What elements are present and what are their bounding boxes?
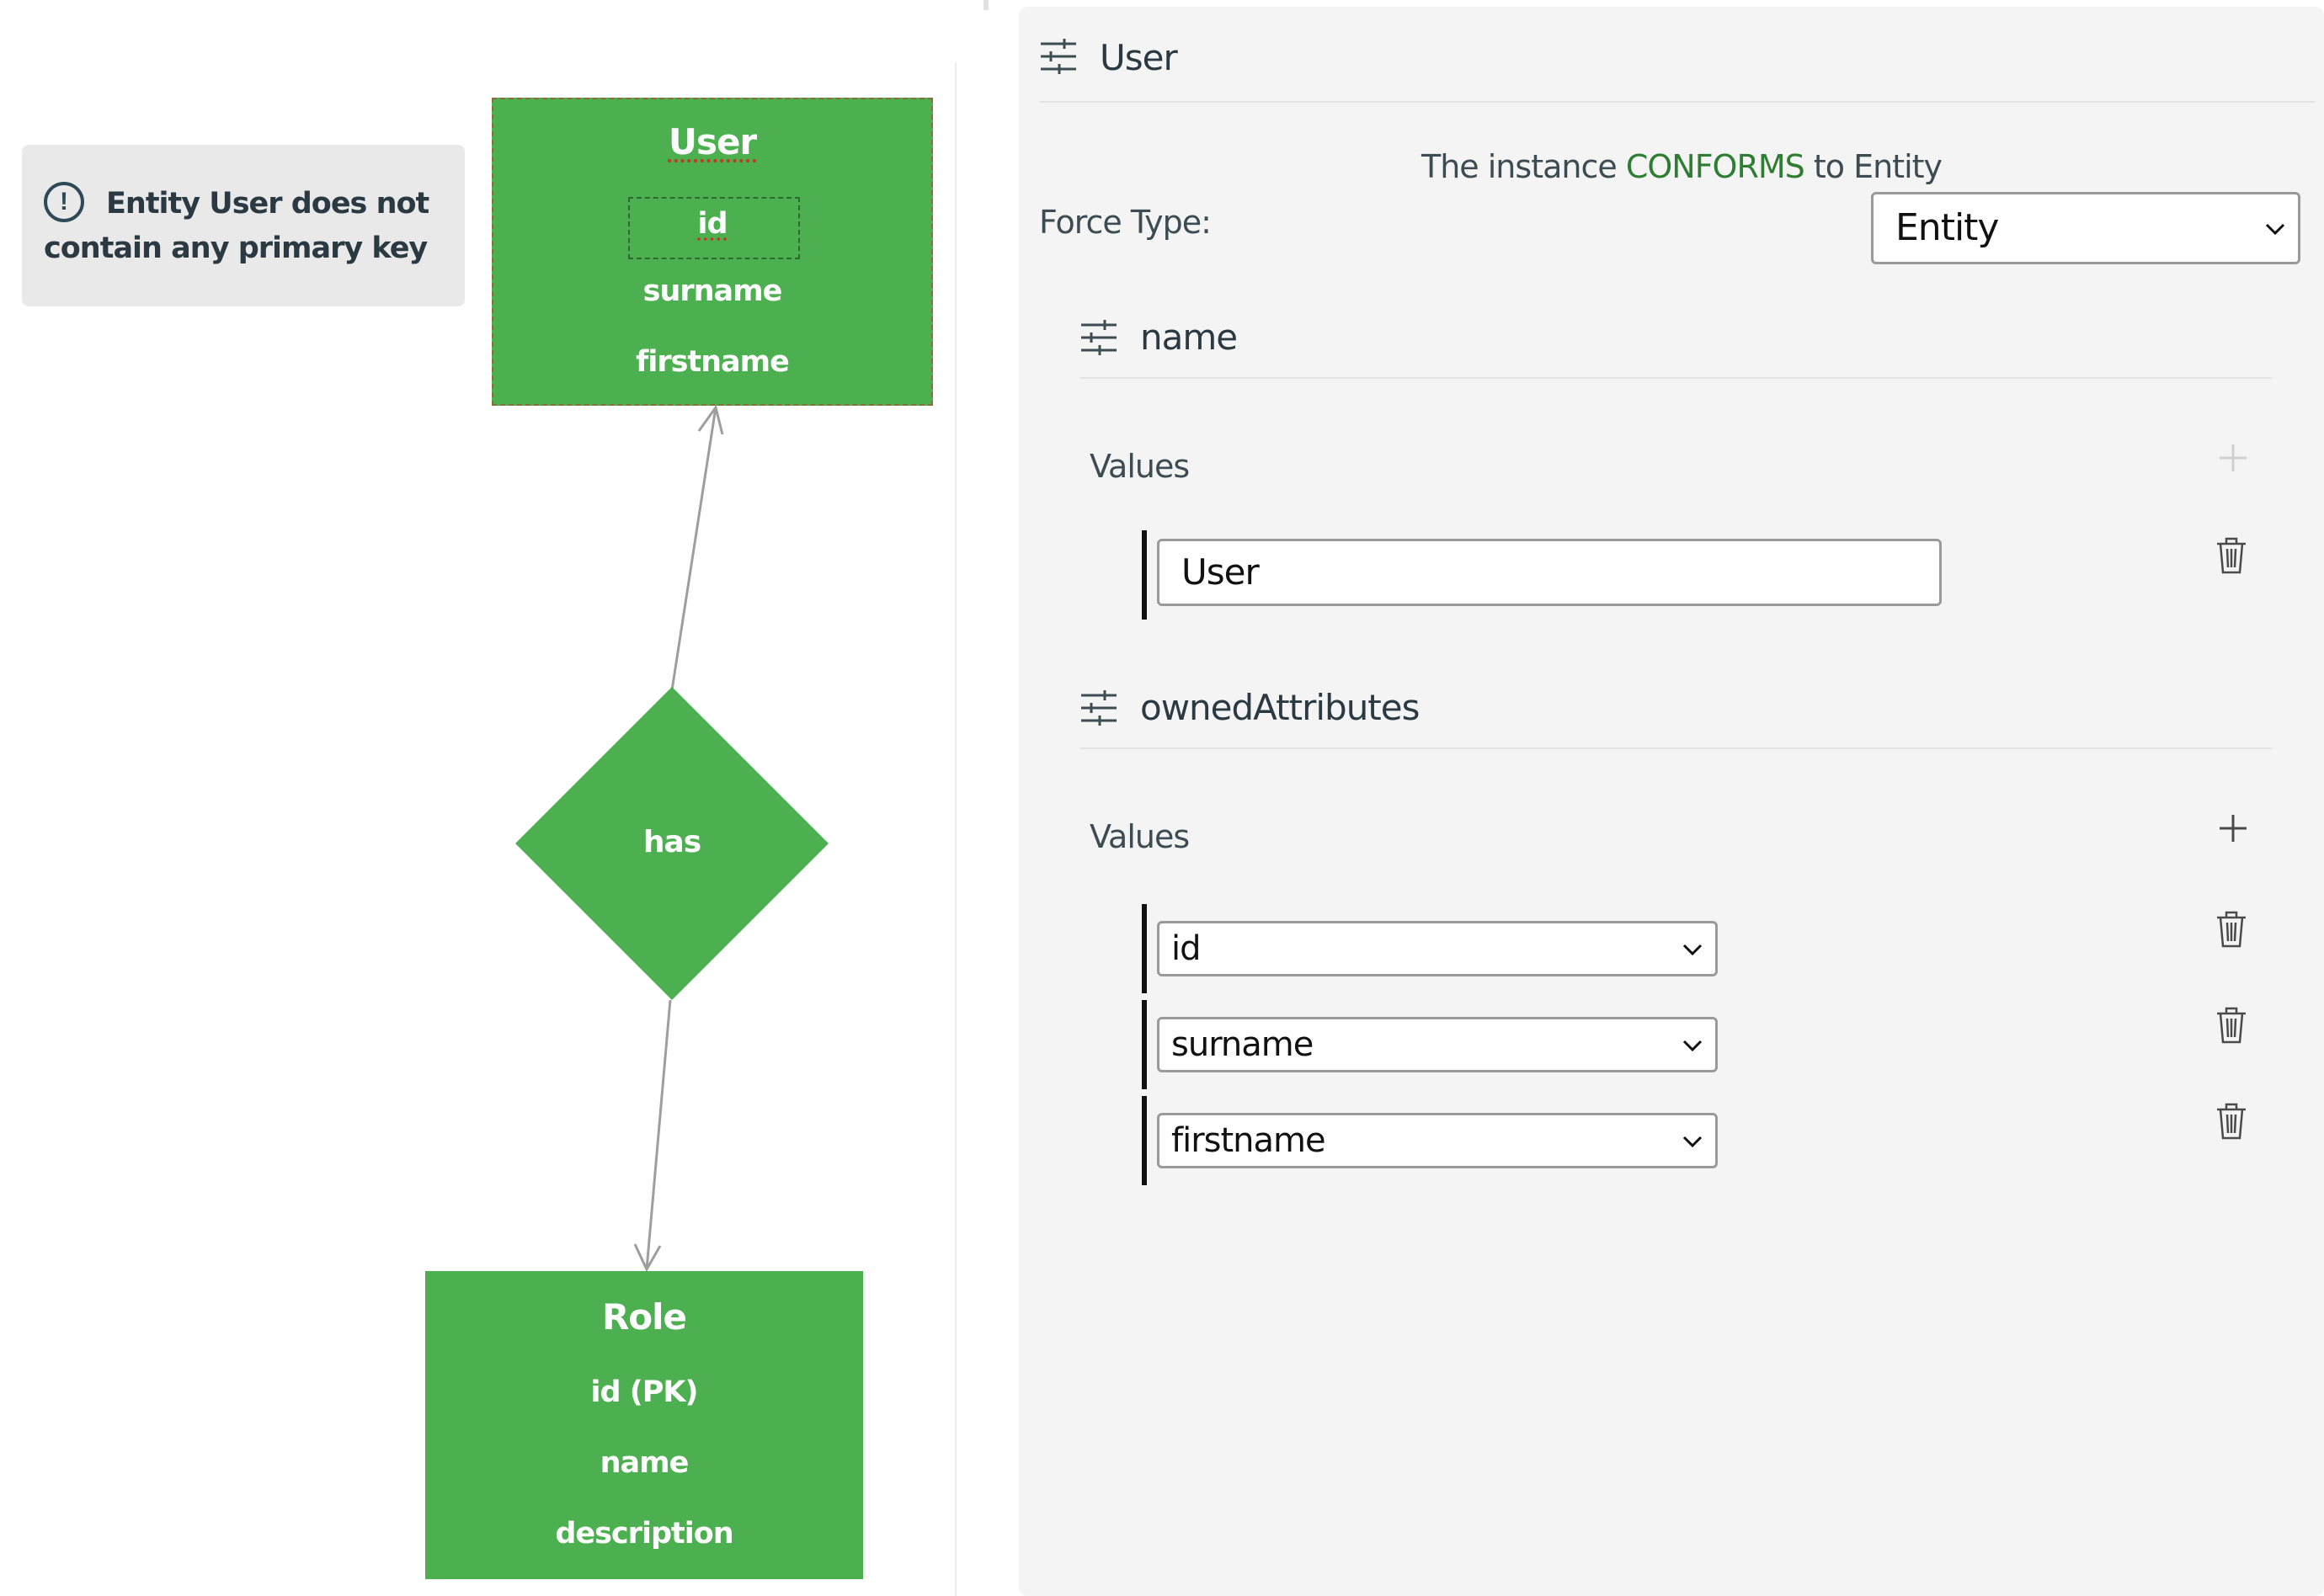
force-type-select[interactable]: Entity: [1871, 192, 2300, 264]
value-indicator-bar: [1142, 904, 1147, 993]
chevron-down-icon: [1682, 1136, 1703, 1148]
owned-attribute-select[interactable]: firstname: [1157, 1113, 1718, 1168]
owned-attribute-row: id: [1142, 904, 2321, 993]
relationship-diamond-shape: [515, 687, 829, 1000]
relationship-label: has: [642, 825, 701, 859]
chevron-down-icon: [2265, 223, 2285, 236]
panel-title: User: [1100, 37, 1178, 78]
entity-attribute[interactable]: surname: [642, 274, 783, 308]
add-value-button[interactable]: [2216, 811, 2250, 845]
arrowhead-role-icon: [633, 1243, 662, 1273]
entity-title: User: [668, 121, 757, 162]
add-value-button[interactable]: [2216, 441, 2250, 475]
owned-attribute-value: firstname: [1171, 1121, 1326, 1160]
panel-resize-handle[interactable]: [983, 0, 989, 10]
edge-has-to-role[interactable]: [645, 999, 672, 1270]
delete-value-button[interactable]: [2215, 1005, 2248, 1045]
entity-attribute[interactable]: id: [697, 207, 728, 241]
delete-value-button[interactable]: [2215, 1101, 2248, 1141]
value-indicator-bar: [1142, 1000, 1147, 1089]
tune-icon: [1081, 690, 1117, 726]
entity-attribute[interactable]: firstname: [636, 345, 790, 379]
tune-icon: [1081, 320, 1117, 355]
entity-attribute[interactable]: description: [555, 1517, 733, 1551]
entity-title: Role: [601, 1296, 687, 1338]
name-value-input[interactable]: User: [1157, 539, 1942, 606]
force-type-value: Entity: [1895, 206, 1999, 249]
chevron-down-icon: [1682, 1040, 1703, 1052]
diagram-edges: [633, 404, 724, 1273]
edge-has-to-user[interactable]: [670, 407, 717, 691]
entity-attribute[interactable]: name: [600, 1446, 690, 1480]
delete-value-button[interactable]: [2215, 535, 2248, 576]
properties-panel: User The instance CONFORMS to Entity For…: [1019, 7, 2324, 1596]
owned-attribute-select[interactable]: surname: [1157, 1017, 1718, 1072]
force-type-label: Force Type:: [1039, 204, 1212, 241]
validation-alert: ! Entity User does not contain any prima…: [22, 145, 465, 306]
owned-attribute-row: firstname: [1142, 1096, 2321, 1185]
divider: [1079, 377, 2272, 379]
owned-attribute-row: surname: [1142, 1000, 2321, 1089]
tune-icon: [1041, 39, 1076, 74]
alert-message: Entity User does not contain any primary…: [44, 187, 429, 265]
section-title-name: name: [1140, 317, 1238, 358]
diagram-canvas[interactable]: ! Entity User does not contain any prima…: [0, 0, 955, 1596]
values-label: Values: [1090, 818, 1190, 855]
alert-circle-icon: !: [44, 182, 84, 222]
conformance-message: The instance CONFORMS to Entity: [1421, 148, 1943, 185]
value-indicator-bar: [1142, 1096, 1147, 1185]
divider: [1039, 101, 2316, 103]
attribute-selection-box: [628, 197, 800, 259]
relationship-has[interactable]: has: [515, 687, 829, 1000]
entity-user[interactable]: User id surname firstname: [492, 98, 933, 406]
owned-attribute-select[interactable]: id: [1157, 921, 1718, 976]
canvas-divider: [955, 62, 957, 1596]
value-indicator-bar: [1142, 530, 1147, 620]
section-title-owned-attributes: ownedAttributes: [1140, 687, 1420, 728]
delete-value-button[interactable]: [2215, 909, 2248, 950]
arrowhead-user-icon: [697, 404, 724, 435]
chevron-down-icon: [1682, 944, 1703, 956]
entity-attribute[interactable]: id (PK): [590, 1375, 698, 1409]
divider: [1079, 747, 2272, 749]
conformance-status: CONFORMS: [1625, 148, 1805, 185]
values-label: Values: [1090, 448, 1190, 485]
entity-role[interactable]: Role id (PK) name description: [425, 1271, 863, 1579]
owned-attribute-value: id: [1171, 929, 1202, 968]
owned-attribute-value: surname: [1171, 1025, 1314, 1064]
name-value-text: User: [1181, 551, 1260, 593]
